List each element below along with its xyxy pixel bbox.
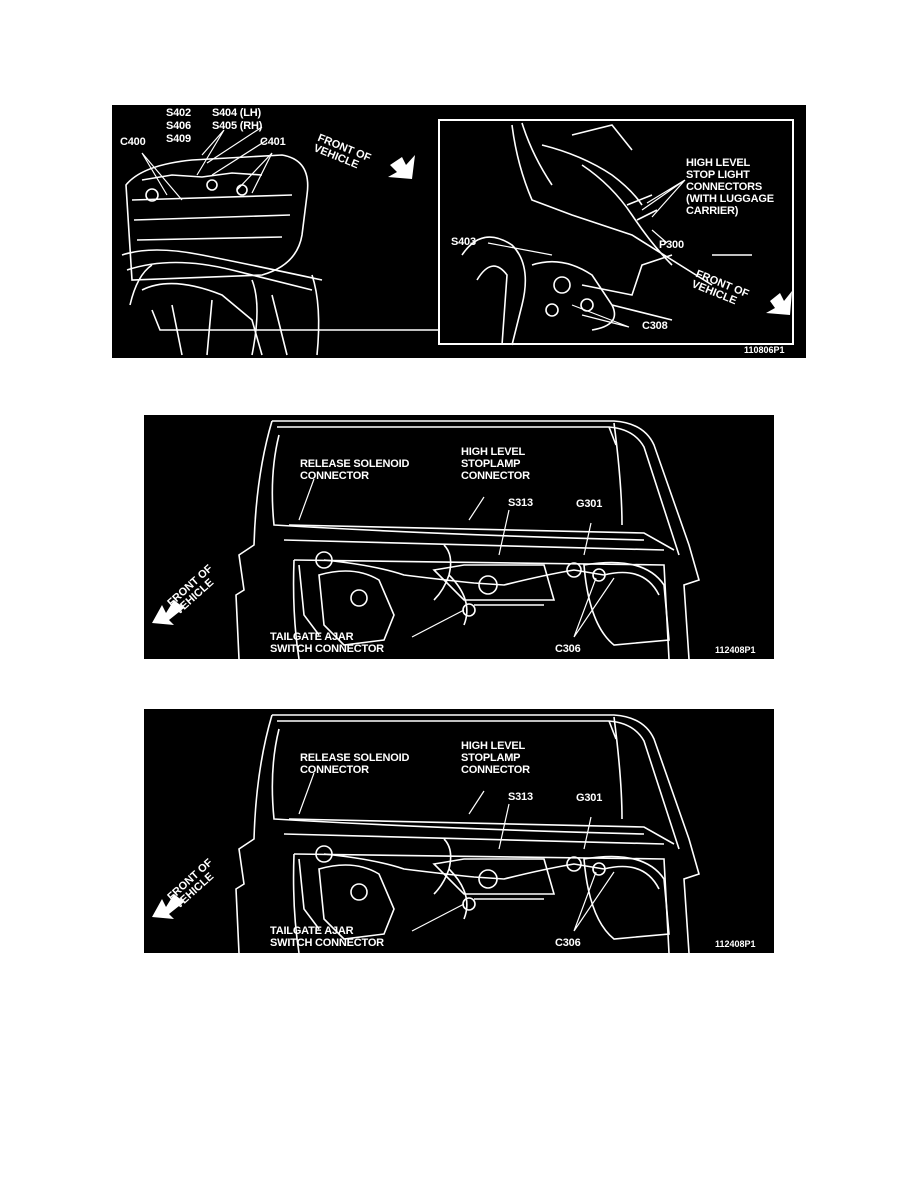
label-release-solenoid-connector: RELEASE SOLENOID CONNECTOR — [300, 458, 410, 482]
label-c306: C306 — [555, 937, 581, 949]
label-high-level-stoplamp-connector: HIGH LEVEL STOPLAMP CONNECTOR — [461, 446, 530, 482]
figure-2-illustration — [152, 420, 700, 659]
label-g301: G301 — [576, 498, 603, 510]
label-s406: S406 — [166, 120, 191, 132]
label-c308: C308 — [642, 320, 668, 332]
label-release-solenoid-connector: RELEASE SOLENOID CONNECTOR — [300, 752, 410, 776]
label-s405-rh: S405 (RH) — [212, 120, 263, 132]
figure-3-illustration — [152, 714, 700, 953]
label-s404-lh: S404 (LH) — [212, 107, 261, 119]
label-s313: S313 — [508, 791, 533, 803]
label-c400: C400 — [120, 136, 146, 148]
label-s403: S403 — [451, 236, 476, 248]
figure-3-tailgate-inner-panel: RELEASE SOLENOID CONNECTOR HIGH LEVEL ST… — [144, 709, 774, 953]
label-c306: C306 — [555, 643, 581, 655]
label-s409: S409 — [166, 133, 191, 145]
label-p300: P300 — [659, 239, 684, 251]
label-c401: C401 — [260, 136, 286, 148]
label-s402: S402 — [166, 107, 191, 119]
figure-1-illustration — [121, 122, 792, 356]
label-high-level-stop-light-connectors: HIGH LEVEL STOP LIGHT CONNECTORS (WITH L… — [686, 157, 774, 217]
figure-1-detail-inset — [438, 119, 794, 345]
figure-1-id: 110806P1 — [744, 345, 785, 355]
label-tailgate-ajar-switch-connector: TAILGATE AJAR SWITCH CONNECTOR — [270, 631, 384, 655]
label-s313: S313 — [508, 497, 533, 509]
figure-2-tailgate-inner-panel: RELEASE SOLENOID CONNECTOR HIGH LEVEL ST… — [144, 415, 774, 659]
figure-2-id: 112408P1 — [715, 645, 756, 655]
label-g301: G301 — [576, 792, 603, 804]
label-tailgate-ajar-switch-connector: TAILGATE AJAR SWITCH CONNECTOR — [270, 925, 384, 949]
label-high-level-stoplamp-connector: HIGH LEVEL STOPLAMP CONNECTOR — [461, 740, 530, 776]
figure-1-tailgate-wiring-overview: S402 S406 S409 S404 (LH) S405 (RH) C400 … — [112, 105, 806, 358]
figure-3-id: 112408P1 — [715, 939, 756, 949]
